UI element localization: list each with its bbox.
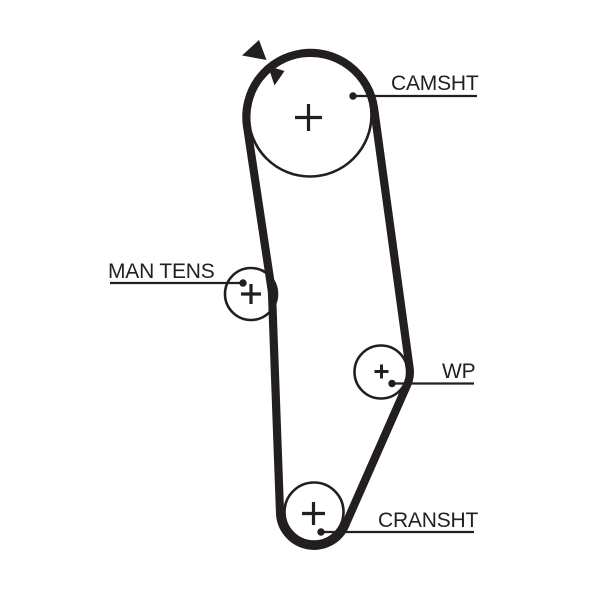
tensioner-pulley-circle <box>223 266 279 322</box>
belt-direction-arrow-icon <box>242 40 267 60</box>
crankshaft-pulley-circle <box>283 481 345 543</box>
tensioner-leader <box>110 279 247 287</box>
camshaft-center-cross-icon <box>295 104 322 131</box>
crankshaft-leader-dot <box>317 528 325 536</box>
crankshaft-label: CRANSHT <box>378 509 478 532</box>
water-pump-leader <box>388 379 474 388</box>
tensioner-center-cross-icon <box>241 284 261 304</box>
water-pump-label: WP <box>442 360 475 383</box>
crankshaft-center-cross-icon <box>302 502 325 525</box>
tensioner-leader-dot <box>239 279 247 287</box>
belt-direction-arrow-icon <box>268 66 285 86</box>
water-pump-center-cross-icon <box>374 364 389 379</box>
crankshaft-leader <box>317 528 474 536</box>
timing-belt <box>242 48 414 550</box>
camshaft-leader <box>349 92 477 100</box>
camshaft-leader-dot <box>349 92 357 100</box>
water-pump-leader-dot <box>388 379 396 388</box>
camshaft-label: CAMSHT <box>391 72 479 95</box>
tensioner-label: MAN TENS <box>108 260 215 283</box>
